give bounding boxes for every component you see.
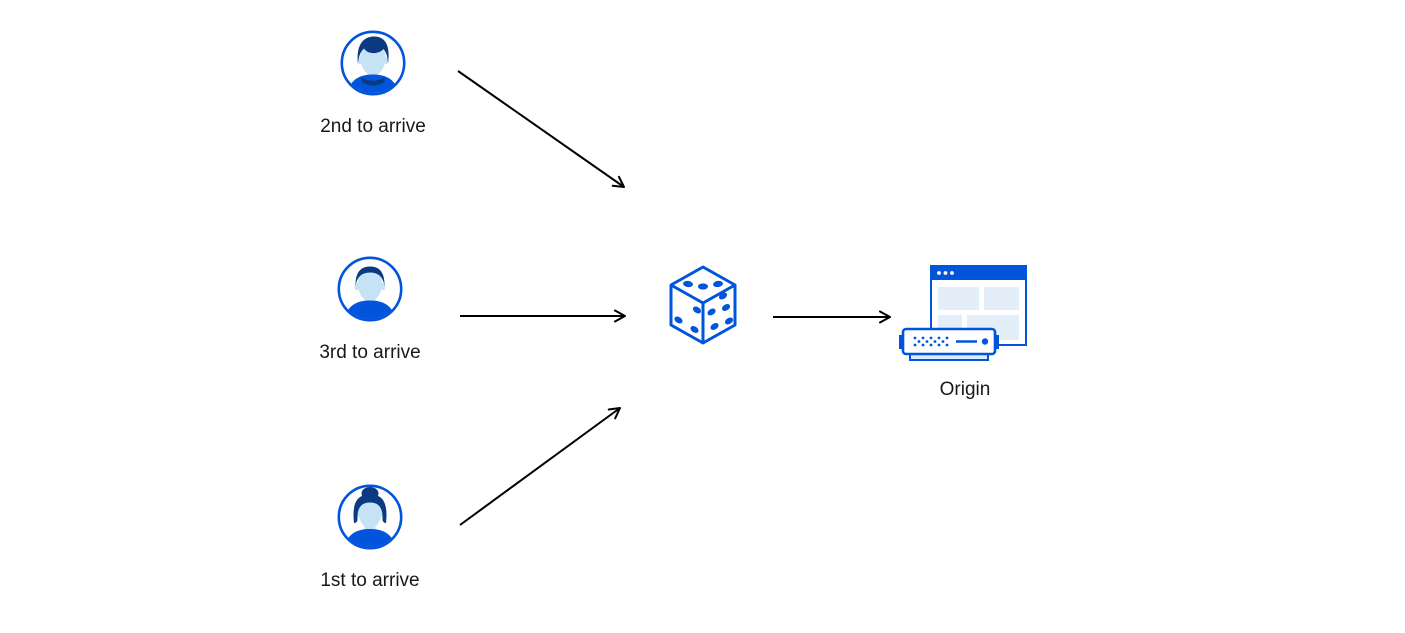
origin-node: Origin	[865, 265, 1065, 405]
client-label: 2nd to arrive	[320, 116, 426, 137]
arrow-client1-to-dice	[459, 407, 621, 526]
client-node-3rd: 3rd to arrive	[270, 256, 470, 364]
avatar-man-wavy-hair-icon	[340, 30, 406, 96]
server-icon	[898, 327, 1000, 368]
client-node-2nd: 2nd to arrive	[273, 30, 473, 138]
origin-label: Origin	[939, 379, 991, 400]
client-label: 1st to arrive	[320, 570, 420, 591]
avatar-woman-bun-icon	[337, 484, 403, 550]
arrow-client2-to-dice	[457, 70, 625, 188]
client-node-1st: 1st to arrive	[270, 484, 470, 592]
dice-icon	[665, 262, 741, 348]
client-label: 3rd to arrive	[319, 342, 421, 363]
avatar-man-short-hair-icon	[337, 256, 403, 322]
